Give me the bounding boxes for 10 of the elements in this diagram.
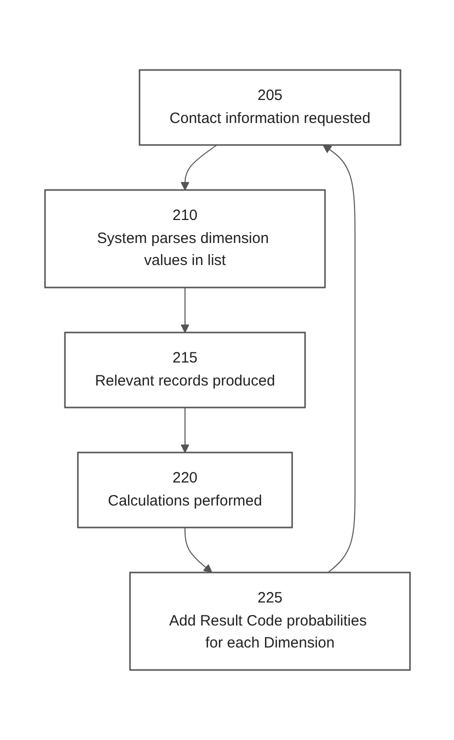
arrow	[322, 144, 355, 573]
node-box: 220 Calculations performed	[76, 452, 292, 528]
arrow	[184, 527, 212, 573]
node-box: 215 Relevant records produced	[64, 332, 306, 408]
node-box: 205 Contact information requested	[138, 69, 401, 146]
node-box: 210 System parses dimension values in list	[44, 189, 326, 288]
arrow	[180, 407, 189, 453]
arrow	[180, 144, 217, 190]
arrow	[180, 287, 189, 333]
node-box: 225 Add Result Code probabilities for each Dimension	[128, 572, 410, 671]
